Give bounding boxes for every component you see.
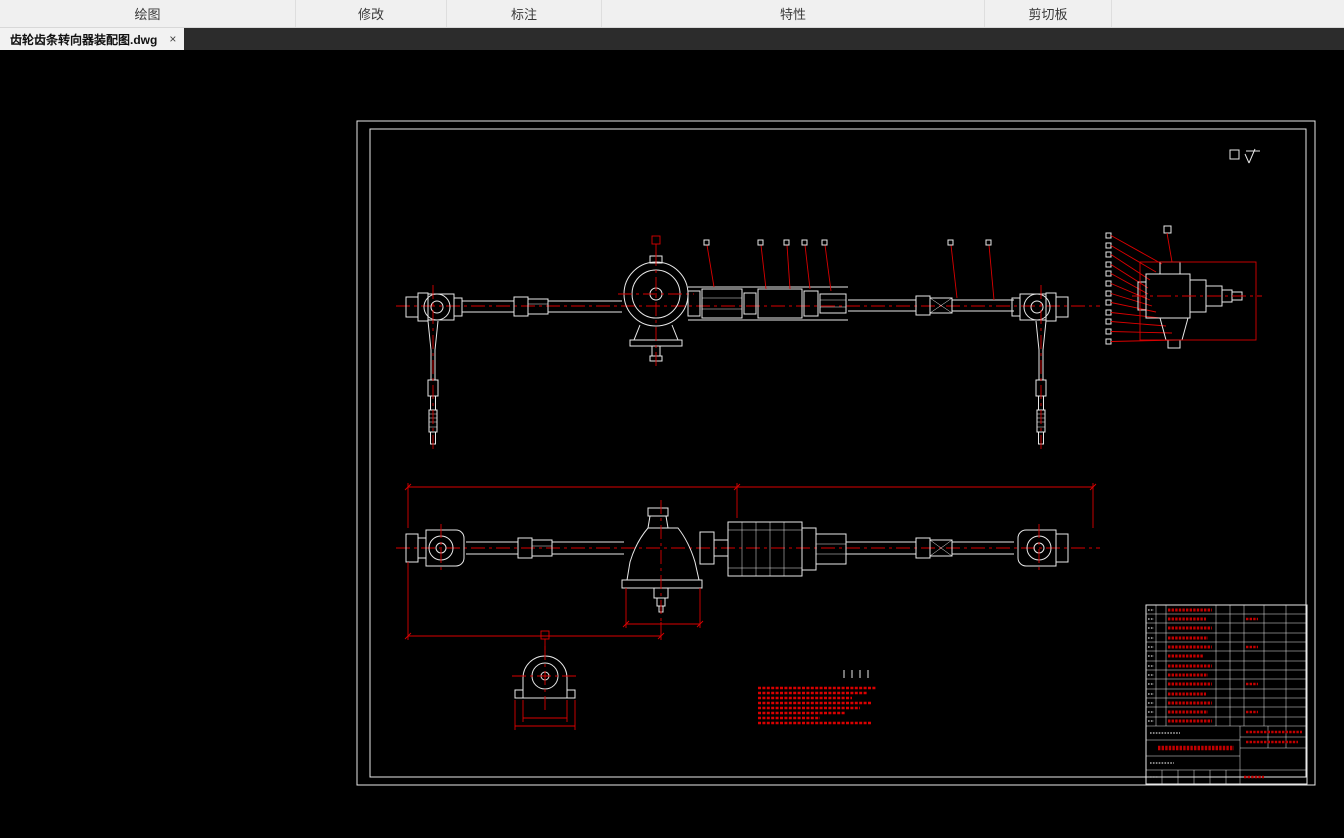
section-callout-squares xyxy=(1105,232,1112,345)
section-detail-view xyxy=(1105,225,1262,349)
file-tab-label: 齿轮齿条转向器装配图.dwg xyxy=(10,32,158,47)
top-assembly-view xyxy=(396,235,1100,450)
technical-notes xyxy=(758,670,876,725)
document-tab-bar: 齿轮齿条转向器装配图.dwg × xyxy=(0,28,1344,50)
section-callout-leaders xyxy=(1110,235,1179,342)
left-tie-rod-bottom xyxy=(466,537,624,559)
title-block-part-names xyxy=(1148,608,1258,723)
cad-drawing xyxy=(356,120,1316,786)
ribbon-group-modify[interactable]: 修改 xyxy=(296,0,447,27)
right-tie-rod-end-bottom xyxy=(1017,524,1069,574)
drawing-frame xyxy=(356,120,1316,786)
ribbon-empty-area xyxy=(1112,0,1344,27)
rack-bellows-bottom xyxy=(699,521,847,577)
pinion-housing-bottom xyxy=(621,500,703,622)
right-tie-rod-bottom xyxy=(846,537,1014,559)
tab-close-icon[interactable]: × xyxy=(169,32,177,46)
file-tab-active[interactable]: 齿轮齿条转向器装配图.dwg × xyxy=(0,28,185,50)
ribbon-group-draw[interactable]: 绘图 xyxy=(0,0,296,27)
ribbon-group-clipboard-label: 剪切板 xyxy=(1028,7,1068,22)
left-tie-rod-end-top xyxy=(405,285,463,450)
bottom-view-top-dimension xyxy=(404,483,1097,528)
ribbon-group-properties[interactable]: 特性 xyxy=(602,0,985,27)
right-tie-rod-top xyxy=(848,295,1014,316)
steering-gear-housing-top xyxy=(618,235,694,368)
title-block-title-area xyxy=(1146,726,1307,784)
ribbon-group-annotate-label: 标注 xyxy=(510,7,537,22)
ribbon-group-modify-label: 修改 xyxy=(357,7,384,22)
right-tie-rod-end-top xyxy=(1011,285,1069,450)
section-housing-body xyxy=(1132,225,1262,349)
surface-finish-symbols xyxy=(1229,148,1260,164)
rack-housing-top xyxy=(687,286,848,321)
bottom-view-lower-dimensions xyxy=(404,562,704,650)
left-tie-rod-end-bottom xyxy=(405,524,465,574)
left-tie-rod-top xyxy=(462,296,622,317)
ribbon-group-clipboard[interactable]: 剪切板 xyxy=(985,0,1112,27)
top-view-callouts xyxy=(703,239,995,301)
ribbon-group-properties-label: 特性 xyxy=(779,7,806,22)
drawing-canvas[interactable] xyxy=(0,50,1344,838)
clamp-detail-view xyxy=(512,646,578,730)
ribbon-group-draw-label: 绘图 xyxy=(134,7,161,22)
bottom-assembly-view xyxy=(396,483,1100,650)
title-block xyxy=(1145,604,1308,785)
ribbon-group-annotate[interactable]: 标注 xyxy=(447,0,602,27)
ribbon-bar: 绘图 修改 标注 特性 剪切板 xyxy=(0,0,1344,28)
